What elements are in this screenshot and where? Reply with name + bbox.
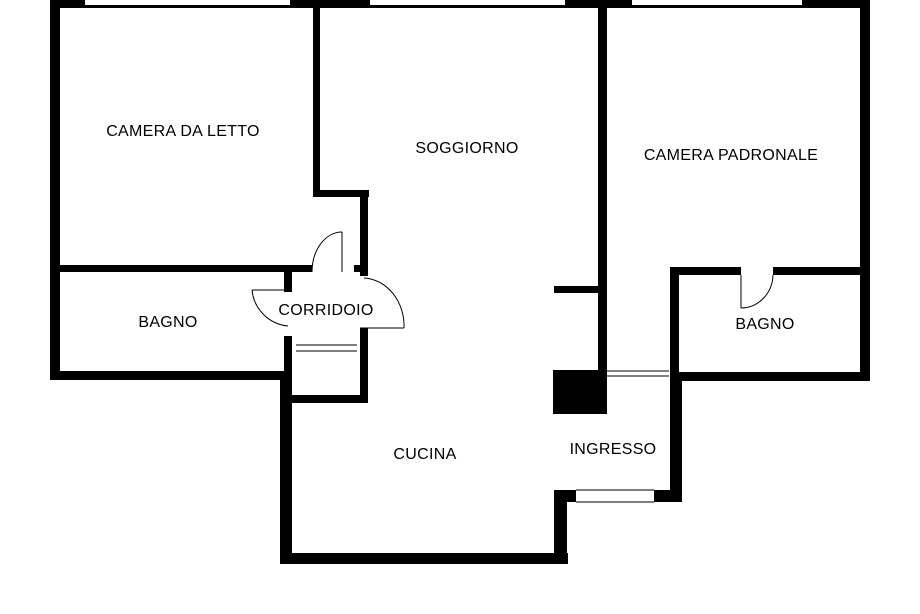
door-gap-bagno2 xyxy=(741,266,773,276)
passage-padronale xyxy=(607,370,669,377)
window-padronale xyxy=(632,0,802,5)
wall-column xyxy=(553,370,607,414)
door-gap-bedroom xyxy=(312,264,354,273)
walls xyxy=(50,0,870,564)
wall-bottom-left xyxy=(50,371,290,380)
door-gap-soggiorno xyxy=(359,276,369,328)
label-bagno-2: BAGNO xyxy=(735,316,794,333)
label-corridoio: CORRIDOIO xyxy=(278,302,373,319)
wall-right-outer xyxy=(860,0,870,381)
door-swing-bagno xyxy=(251,289,292,327)
door-gap-bagno xyxy=(283,292,293,336)
wall-corridor-top xyxy=(313,190,369,197)
wall-soggiorno-padronale xyxy=(598,0,607,374)
wall-kitchen-right-lower xyxy=(554,490,567,564)
door-swing-soggiorno xyxy=(360,277,405,329)
openings xyxy=(85,0,802,503)
label-ingresso: INGRESSO xyxy=(570,441,657,458)
wall-bagno2-left xyxy=(670,267,679,379)
label-cucina: CUCINA xyxy=(393,446,456,463)
wall-bottom-right xyxy=(670,372,870,381)
opening-frames xyxy=(296,344,669,503)
wall-stub xyxy=(554,286,606,293)
window-bedroom xyxy=(85,0,290,5)
wall-closet-bottom xyxy=(284,395,368,403)
label-bagno-1: BAGNO xyxy=(138,314,197,331)
door-swing-bagno2 xyxy=(740,274,774,309)
wall-kitchen-bottom xyxy=(280,553,568,564)
wall-bedroom-soggiorno xyxy=(313,0,320,196)
wall-kitchen-left xyxy=(280,376,292,564)
door-swing-bedroom xyxy=(311,231,343,273)
wall-ingresso-right xyxy=(670,372,682,502)
wall-bedroom-bagno xyxy=(55,265,365,272)
label-camera-da-letto: CAMERA DA LETTO xyxy=(106,123,260,140)
label-soggiorno: SOGGIORNO xyxy=(415,140,518,157)
door-swings xyxy=(251,231,774,329)
passage-closet xyxy=(296,344,357,352)
window-soggiorno xyxy=(370,0,565,5)
room-labels: CAMERA DA LETTO SOGGIORNO CAMERA PADRONA… xyxy=(106,123,818,463)
entrance-door-gap xyxy=(576,489,654,503)
wall-left-outer xyxy=(50,0,60,380)
label-camera-padronale: CAMERA PADRONALE xyxy=(644,147,818,164)
